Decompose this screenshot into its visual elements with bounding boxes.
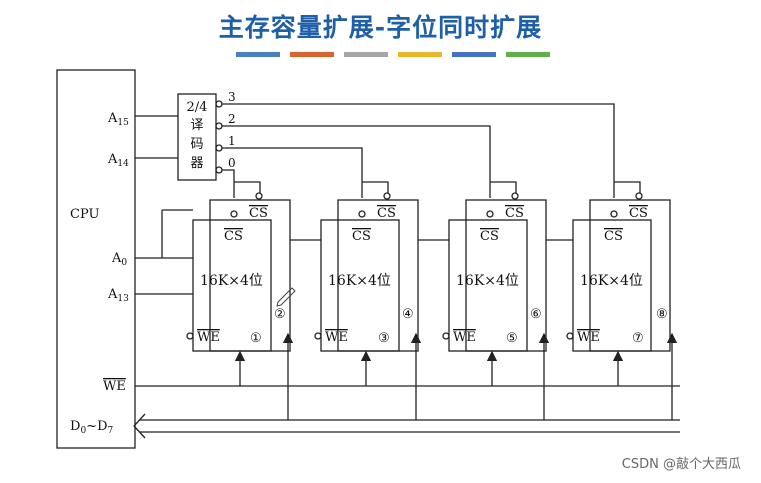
cpu-label: CPU	[70, 207, 99, 222]
chip-number: ①	[250, 331, 262, 346]
decoder-out-0	[215, 166, 223, 174]
decoder-label-line: 2/4	[187, 100, 208, 115]
stripe	[344, 52, 388, 57]
decoder-box	[177, 93, 217, 181]
chip-we-label: WE	[453, 330, 476, 345]
decoder-out-2	[215, 122, 223, 130]
chip-cs-label: CS	[480, 229, 499, 244]
chip-number: ⑥	[530, 307, 542, 322]
chip-2	[209, 199, 291, 352]
chip-cs-label: CS	[629, 206, 648, 221]
decoder-label-line: 译	[190, 118, 203, 133]
chip-number: ⑧	[656, 307, 668, 322]
chip-we-label: WE	[325, 330, 348, 345]
pin-data-bus: D0~D7	[70, 419, 114, 436]
pin-a0: A0	[111, 251, 127, 268]
decoder-out-1	[215, 144, 223, 152]
chip-we-label: WE	[197, 330, 220, 345]
decoder-label-line: 器	[190, 156, 203, 171]
stripe	[290, 52, 334, 57]
chip-number: ③	[378, 331, 390, 346]
stripe	[506, 52, 550, 57]
decoder-output-label: 3	[228, 90, 236, 104]
chip-cs-label: CS	[352, 229, 371, 244]
chip-capacity-label: 16K×4位	[328, 273, 391, 289]
chip-capacity-label: 16K×4位	[580, 273, 643, 289]
chip-cs-label: CS	[505, 206, 524, 221]
chip-cs-label: CS	[249, 206, 268, 221]
pencil-cursor-icon	[276, 287, 296, 307]
chip-number: ④	[402, 307, 414, 322]
decoder-out-3	[215, 100, 223, 108]
title-color-stripes	[236, 52, 550, 58]
chip-number: ⑤	[506, 331, 518, 346]
chip-cs-label: CS	[604, 229, 623, 244]
chip-we-label: WE	[577, 330, 600, 345]
chip-6	[465, 199, 547, 352]
chip-8	[589, 199, 671, 352]
page-title: 主存容量扩展-字位同时扩展	[218, 13, 543, 42]
chip-number: ⑦	[632, 331, 644, 346]
pin-we: WE	[103, 379, 126, 394]
chip-4	[337, 199, 419, 352]
stripe	[236, 52, 280, 57]
watermark: CSDN @敲个大西瓜	[621, 457, 741, 472]
pin-a15: A15	[107, 111, 129, 128]
chip-cs-label: CS	[377, 206, 396, 221]
chip-number: ②	[274, 307, 286, 322]
stripe	[398, 52, 442, 57]
decoder-label-line: 码	[190, 137, 203, 152]
pin-a13: A13	[107, 287, 129, 304]
stripe	[452, 52, 496, 57]
chip-capacity-label: 16K×4位	[456, 273, 519, 289]
chip-cs-label: CS	[224, 229, 243, 244]
cpu-box	[56, 69, 136, 449]
decoder-output-label: 0	[228, 156, 236, 170]
decoder-output-label: 2	[228, 112, 236, 126]
pin-a14: A14	[107, 152, 129, 169]
chip-capacity-label: 16K×4位	[200, 273, 263, 289]
decoder-output-label: 1	[228, 134, 236, 148]
